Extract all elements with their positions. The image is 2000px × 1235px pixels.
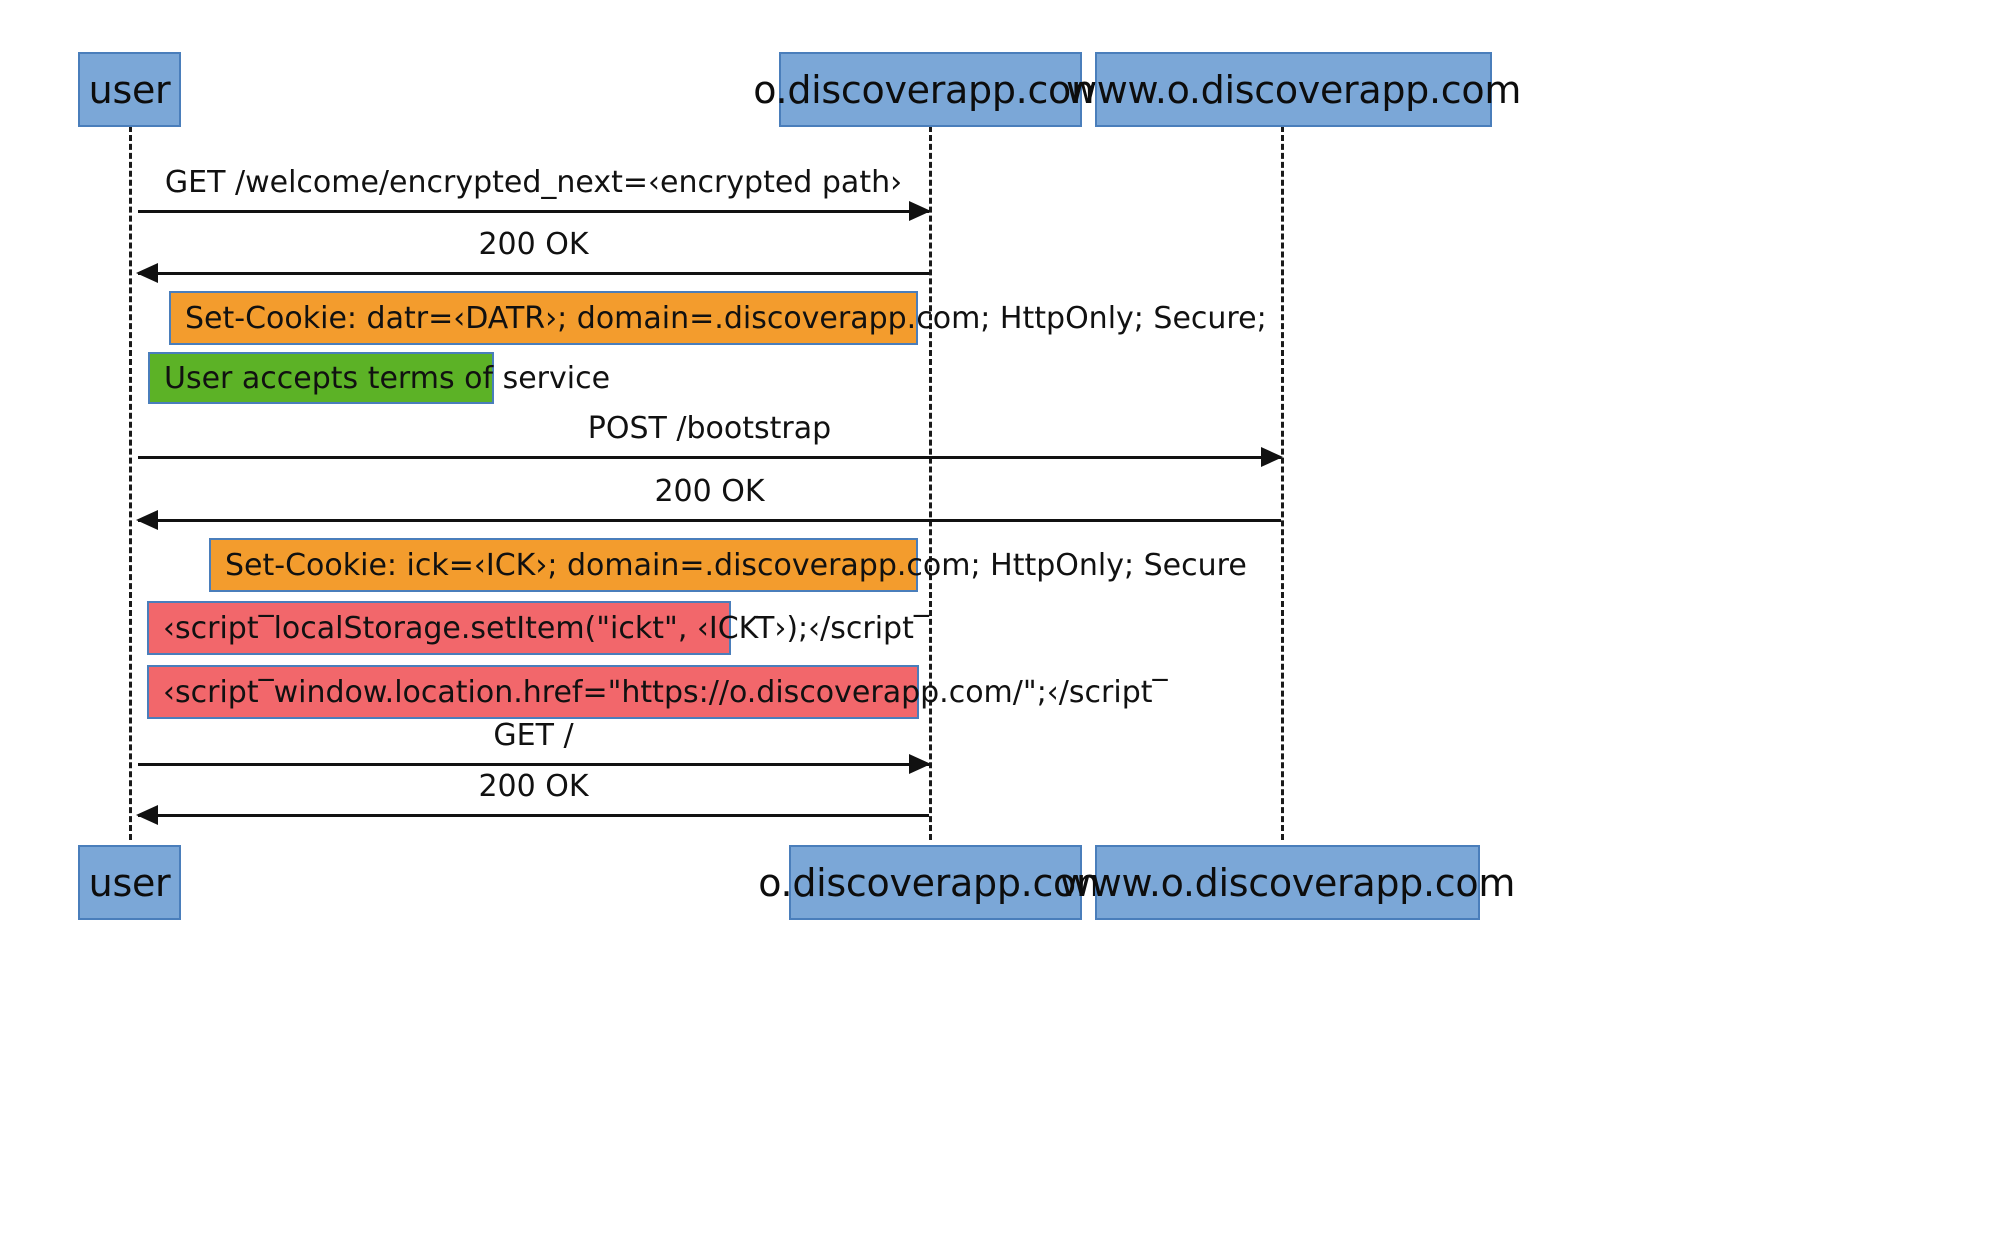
arrowhead-right-icon [909,754,931,774]
note-script-redirect-text: ‹script‾window.location.href="https://o.… [163,674,1168,710]
participant-footer-www-label: www.o.discoverapp.com [1059,860,1516,905]
participant-footer-www[interactable]: www.o.discoverapp.com [1060,845,1515,920]
participant-user[interactable]: user [78,52,181,127]
participant-www-label: www.o.discoverapp.com [1065,67,1522,112]
participant-footer-user-label: user [88,860,171,905]
participant-footer-user[interactable]: user [78,845,181,920]
message-get-welcome-label: GET /welcome/encrypted_next=‹encrypted p… [164,165,903,200]
arrowhead-right-icon [909,201,931,221]
participant-www[interactable]: www.o.discoverapp.com [1066,52,1521,127]
note-set-cookie-datr-text: Set-Cookie: datr=‹DATR›; domain=.discove… [185,300,1267,336]
message-line [138,763,929,766]
arrowhead-left-icon [136,263,158,283]
message-line [138,456,1281,459]
note-set-cookie-datr: Set-Cookie: datr=‹DATR›; domain=.discove… [169,291,1267,345]
note-user-accepts-tos: User accepts terms of service [148,352,610,404]
note-script-localstorage: ‹script‾localStorage.setItem("ickt", ‹IC… [147,601,929,655]
message-line [138,519,1281,522]
note-user-accepts-tos-text: User accepts terms of service [164,360,611,396]
note-set-cookie-ick-text: Set-Cookie: ick=‹ICK›; domain=.discovera… [225,547,1247,583]
message-200-ok-2-label: 200 OK [654,474,765,509]
lifeline-origin [929,126,932,840]
message-line [138,210,929,213]
arrowhead-left-icon [136,510,158,530]
participant-user-label: user [88,67,171,112]
message-200-ok-1-label: 200 OK [478,227,589,262]
message-line [138,814,929,817]
arrowhead-left-icon [136,805,158,825]
participant-footer-origin[interactable]: o.discoverapp.com [758,845,1113,920]
lifeline-www [1281,126,1284,840]
note-script-redirect: ‹script‾window.location.href="https://o.… [147,665,1168,719]
message-line [138,272,929,275]
note-set-cookie-ick: Set-Cookie: ick=‹ICK›; domain=.discovera… [209,538,1247,592]
note-script-localstorage-text: ‹script‾localStorage.setItem("ickt", ‹IC… [163,610,929,646]
participant-origin[interactable]: o.discoverapp.com [753,52,1108,127]
lifeline-user [129,126,132,840]
message-post-bootstrap-label: POST /bootstrap [587,411,832,446]
participant-origin-label: o.discoverapp.com [753,67,1108,112]
message-200-ok-3-label: 200 OK [478,769,589,804]
message-get-root-label: GET / [493,718,574,753]
arrowhead-right-icon [1261,447,1283,467]
participant-footer-origin-label: o.discoverapp.com [758,860,1113,905]
